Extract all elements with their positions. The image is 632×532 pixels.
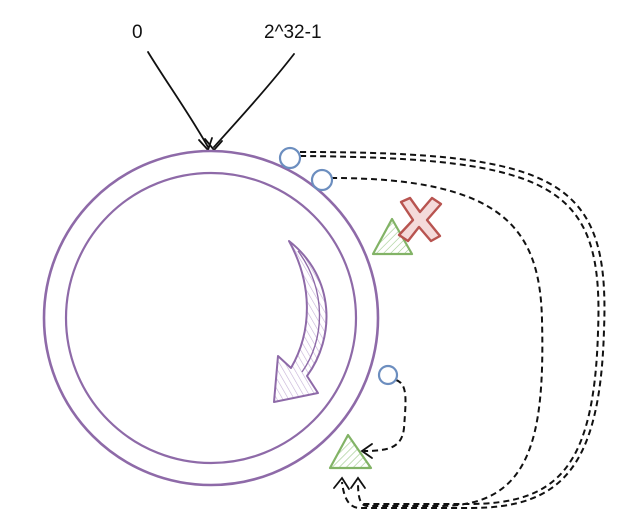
start-pointer-line bbox=[147, 51, 209, 148]
label-end: 2^32-1 bbox=[264, 22, 322, 43]
ring-inner bbox=[64, 171, 358, 465]
label-start: 0 bbox=[132, 22, 143, 43]
label-pointer-arrows bbox=[147, 51, 295, 152]
circle-node-icon bbox=[377, 364, 399, 386]
arrowhead-1 bbox=[333, 476, 350, 490]
x-mark-icon bbox=[397, 196, 443, 243]
connector-node-3 bbox=[363, 379, 407, 452]
mapping-connectors bbox=[299, 151, 606, 509]
ring-nodes bbox=[278, 146, 399, 386]
clockwise-arrow-icon bbox=[273, 240, 328, 403]
connector-arrowheads bbox=[333, 443, 373, 490]
ring-outer bbox=[42, 149, 380, 487]
connector-node-1-a bbox=[299, 151, 606, 509]
connector-node-2 bbox=[330, 177, 544, 507]
connector-node-1-b bbox=[299, 155, 600, 505]
circle-node-icon bbox=[310, 168, 334, 192]
triangle-key-icon bbox=[328, 433, 373, 470]
arrowhead-3 bbox=[360, 443, 373, 459]
arrowhead-2 bbox=[350, 476, 366, 489]
end-pointer-line bbox=[213, 53, 295, 148]
hash-ring bbox=[42, 149, 380, 487]
circle-node-icon bbox=[278, 146, 302, 170]
